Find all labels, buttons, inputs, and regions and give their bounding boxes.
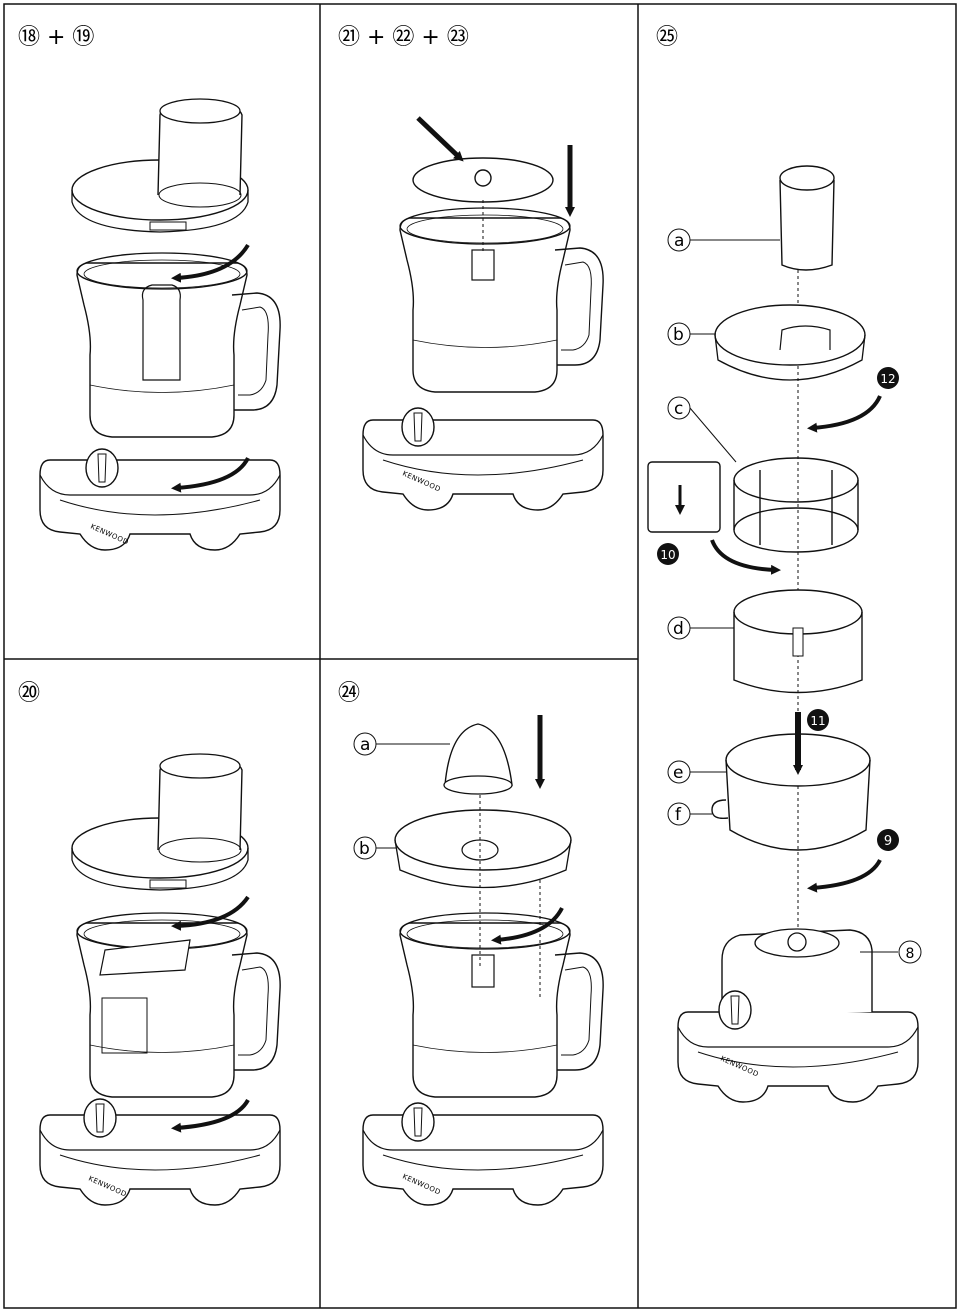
detail-inset xyxy=(647,461,721,533)
svg-text:b: b xyxy=(359,839,370,859)
processor-illustration: KENWOOD xyxy=(362,157,604,511)
svg-text:a: a xyxy=(360,735,370,755)
panel-title: ⑳ xyxy=(18,681,40,706)
panel-title: ⑱ + ⑲ xyxy=(18,25,94,50)
processor-illustration: KENWOOD xyxy=(362,723,604,1206)
turn-arrow-12 xyxy=(807,395,882,433)
panel-title: ㉑ + ㉒ + ㉓ xyxy=(338,25,469,50)
panel-25: ㉕ xyxy=(647,25,922,1103)
filter-frame xyxy=(733,457,859,553)
insert-arrow-diagonal xyxy=(416,116,464,162)
processor-illustration: KENWOOD xyxy=(39,98,281,551)
svg-text:f: f xyxy=(675,805,682,825)
turn-arrow-base xyxy=(171,457,250,493)
power-base: KENWOOD xyxy=(677,928,919,1103)
turn-arrow-9 xyxy=(807,858,882,893)
sieve xyxy=(733,589,863,694)
svg-text:8: 8 xyxy=(906,946,915,962)
turn-arrow-lid xyxy=(171,243,250,283)
leader-lines xyxy=(689,239,898,953)
panel-24: ㉔ KENWOOD a b xyxy=(338,681,604,1206)
panel-21-22-23: ㉑ + ㉒ + ㉓ KENWOOD xyxy=(338,25,604,511)
svg-text:a: a xyxy=(674,231,684,251)
leader-lines xyxy=(376,743,450,849)
panel-20: ⑳ KENWOOD xyxy=(18,681,281,1206)
svg-text:c: c xyxy=(674,399,683,419)
juicer-sieve xyxy=(394,809,572,889)
callout-b: b xyxy=(353,836,377,860)
turn-arrow-lid xyxy=(171,895,250,931)
callout-e: e xyxy=(667,760,691,784)
turn-arrow xyxy=(491,907,564,945)
panel-title: ㉔ xyxy=(338,681,360,706)
svg-text:9: 9 xyxy=(884,834,892,849)
juicer-bowl xyxy=(711,733,871,851)
processor-illustration: KENWOOD xyxy=(39,753,281,1206)
step-badge-8: 8 xyxy=(898,940,922,964)
svg-text:d: d xyxy=(673,619,684,639)
slicing-disc xyxy=(412,157,554,203)
svg-text:12: 12 xyxy=(880,372,895,386)
callout-a: a xyxy=(353,732,377,756)
callout-b: b xyxy=(667,322,691,346)
svg-text:10: 10 xyxy=(660,548,675,562)
callout-d: d xyxy=(667,616,691,640)
callout-f: f xyxy=(667,802,691,826)
turn-arrow-base xyxy=(171,1098,250,1133)
callout-c: c xyxy=(667,396,691,420)
step-badge-9: 9 xyxy=(877,829,899,851)
panel-borders xyxy=(3,3,957,1309)
juicer-lid xyxy=(714,304,866,381)
step-badge-12: 12 xyxy=(877,367,899,389)
pusher xyxy=(779,165,835,271)
juicer-cone xyxy=(443,723,513,795)
svg-text:11: 11 xyxy=(810,714,825,728)
callout-a: a xyxy=(667,228,691,252)
svg-text:b: b xyxy=(673,325,684,345)
panel-18-19: ⑱ + ⑲ KENWOOD xyxy=(18,25,281,551)
turn-arrow-10 xyxy=(710,539,781,575)
step-badge-10: 10 xyxy=(657,543,679,565)
panel-title: ㉕ xyxy=(656,25,678,50)
svg-text:e: e xyxy=(673,763,683,783)
step-badge-11: 11 xyxy=(807,709,829,731)
